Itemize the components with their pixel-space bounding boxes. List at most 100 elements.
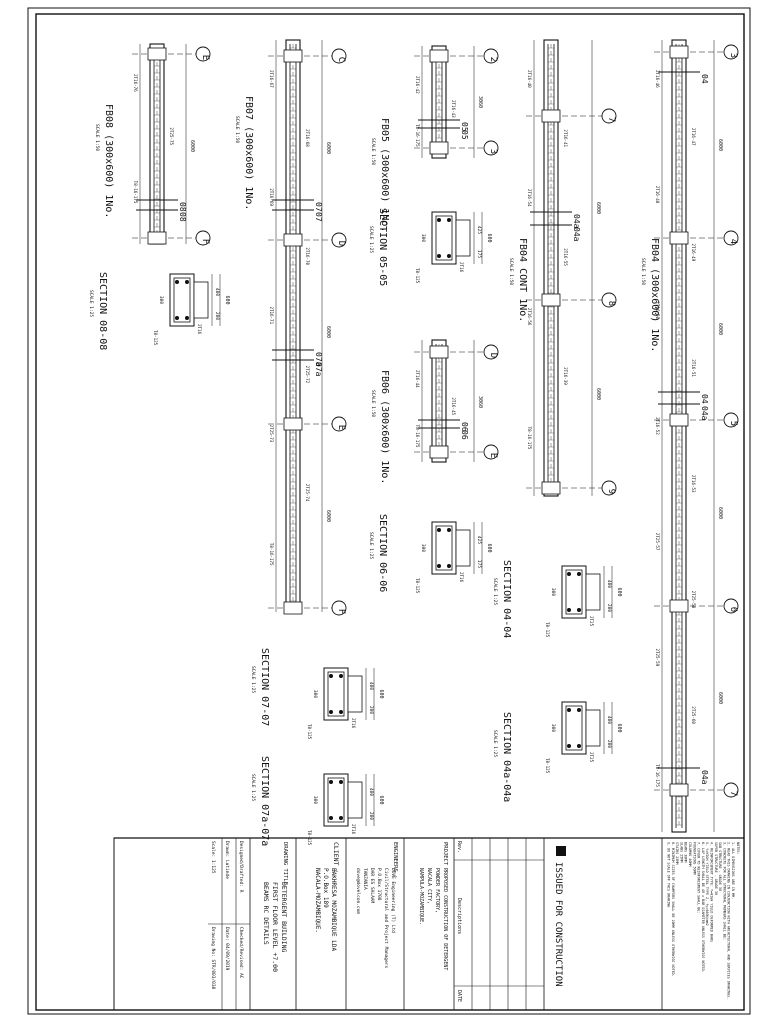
engineer-line: dove@dovelcon.com bbox=[355, 868, 361, 914]
section-depth: 300 bbox=[312, 690, 318, 698]
engineer-line: TANZANIA bbox=[362, 868, 368, 890]
grid-label: E bbox=[336, 425, 346, 430]
section-title: SECTION 08-08 bbox=[97, 272, 108, 350]
status-text: ISSUED FOR CONSTRUCTION bbox=[553, 862, 563, 987]
engineer-line: DOVE Engineering (T) Ltd bbox=[390, 868, 396, 933]
rebar-label: 2T16-45 bbox=[451, 397, 456, 415]
note-item: FOUNDATIONS 50MM bbox=[692, 842, 696, 875]
span-dimension: 3060 bbox=[477, 396, 483, 408]
slab-outline bbox=[455, 219, 471, 257]
section-scale: SCALE 1:25 bbox=[250, 774, 256, 801]
rebar-dot bbox=[437, 564, 441, 568]
section-marker: 08 bbox=[178, 212, 187, 222]
rebar-label: 2T16-47 bbox=[691, 128, 696, 146]
rebar-dot bbox=[577, 744, 581, 748]
rebar-dot bbox=[329, 674, 333, 678]
engineer-line: DAR ES SALAAM bbox=[369, 868, 375, 904]
section-dim-b: 175 bbox=[476, 560, 482, 568]
grid-bubble bbox=[723, 230, 739, 246]
beam-outline bbox=[431, 339, 447, 463]
rebar-label: T8-16-175 bbox=[655, 764, 660, 787]
section-title: SECTION 04a-04a bbox=[501, 712, 512, 802]
span-dimension: 6000 bbox=[717, 692, 723, 704]
note-item: 7. COVER TO REINFORCEMENT SHALL BE: bbox=[697, 842, 701, 913]
section-dim-a: 425 bbox=[476, 226, 482, 234]
column-stub bbox=[429, 141, 449, 155]
stirrup-outline bbox=[435, 525, 453, 571]
section-dim-b: 200 bbox=[606, 604, 612, 612]
beam-scale: SCALE 1:50 bbox=[94, 124, 100, 151]
beam-outline bbox=[431, 45, 447, 159]
section-marker: 07 bbox=[314, 202, 323, 212]
note-item: 4. REINFORCEMENT TYPE: Y=HIGH YIELD DEFO… bbox=[710, 842, 714, 942]
section-stirrup: T8-125 bbox=[307, 724, 312, 740]
section-outline bbox=[561, 565, 587, 619]
slab-outline bbox=[585, 709, 601, 747]
rebar-label: 2T16-40 bbox=[527, 70, 532, 88]
column-stub bbox=[541, 481, 561, 495]
section-marker: 05 bbox=[460, 122, 469, 132]
rebar-dot bbox=[447, 564, 451, 568]
section-depth: 300 bbox=[550, 724, 556, 732]
span-dimension: 6000 bbox=[595, 202, 601, 214]
rebar-label: 2T16-39 bbox=[563, 367, 568, 385]
section-dim-a: 400 bbox=[368, 788, 374, 796]
rebar-dot bbox=[185, 280, 189, 284]
section-dim-a: 400 bbox=[606, 716, 612, 724]
span-dimension: 6000 bbox=[325, 510, 331, 522]
drawn-by: Drawn: Lutinde bbox=[224, 841, 230, 879]
grid-bubble bbox=[601, 108, 617, 124]
slab-outline bbox=[347, 781, 363, 819]
beam-fb04: 3456760006000600060002T16-462T16-472T16-… bbox=[640, 39, 739, 833]
section-top-bar: 2T25 bbox=[589, 616, 594, 627]
section-dim-a: 425 bbox=[476, 536, 482, 544]
rebar-label: 2T16-52 bbox=[655, 417, 660, 435]
grid-bubble bbox=[483, 140, 499, 156]
beam-title: FB06 (300x600) 1No. bbox=[379, 370, 390, 484]
span-dimension: 6000 bbox=[717, 323, 723, 335]
rebar-label: 2T25-72 bbox=[305, 366, 310, 384]
section-marker: 08 bbox=[178, 202, 187, 212]
beam-scale: SCALE 1:50 bbox=[370, 390, 376, 417]
rebar-label: 2T16-42 bbox=[415, 76, 420, 94]
section-marker: 04 bbox=[700, 74, 709, 84]
rebar-dot bbox=[437, 218, 441, 222]
rebar-label: 2T16-41 bbox=[563, 129, 568, 147]
notes-heading: NOTES: bbox=[736, 842, 740, 855]
rebar-dot bbox=[577, 572, 581, 576]
section-marker: 06 bbox=[460, 430, 469, 440]
grid-bubble bbox=[723, 412, 739, 428]
section-dim-a: 400 bbox=[606, 580, 612, 588]
section-depth: 300 bbox=[420, 544, 426, 552]
grid-bubble bbox=[483, 344, 499, 360]
section-marker: 04a bbox=[700, 406, 709, 421]
title-block-frame bbox=[113, 837, 745, 1011]
status-marker bbox=[556, 846, 566, 856]
grid-label: 9 bbox=[606, 489, 616, 494]
rebar-label: 2T16-56 bbox=[527, 308, 532, 326]
section-width: 600 bbox=[616, 587, 622, 596]
section-depth: 300 bbox=[312, 796, 318, 804]
grid-bubble bbox=[723, 598, 739, 614]
column-stub bbox=[283, 417, 303, 431]
engineers-label: ENGINEERS : bbox=[392, 842, 398, 878]
note-item: 2. READ THIS DRAWING IN CONJUNCTION WITH… bbox=[727, 842, 731, 999]
project-label: PROJECT : bbox=[442, 842, 448, 872]
grid-bubble bbox=[195, 230, 211, 246]
section-marker: 07 bbox=[314, 212, 323, 222]
rebar-label: T8-16-175 bbox=[133, 181, 138, 204]
grid-label: 7 bbox=[728, 791, 738, 796]
span-dimension: 6000 bbox=[325, 142, 331, 154]
grid-label: 2 bbox=[488, 57, 498, 62]
section-dim-b: 175 bbox=[476, 250, 482, 258]
rebar-dot bbox=[339, 710, 343, 714]
section-dim-b: 200 bbox=[368, 706, 374, 714]
grid-label: 3 bbox=[488, 149, 498, 154]
designed-by: Designed/Drafted: R bbox=[238, 841, 244, 893]
rebar-dot bbox=[437, 254, 441, 258]
rebar-label: 2T25-60 bbox=[691, 706, 696, 724]
section-title: SECTION 07-07 bbox=[259, 648, 270, 726]
grid-bubble bbox=[483, 48, 499, 64]
